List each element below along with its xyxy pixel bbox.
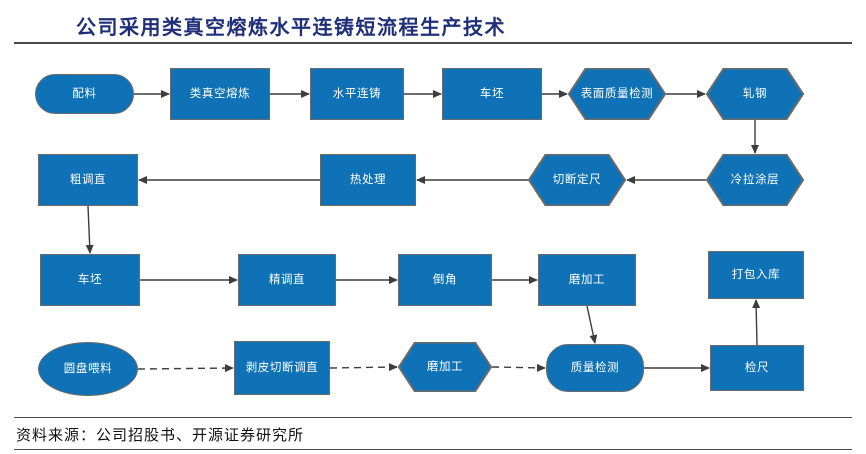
flow-node-n18[interactable]: 磨加工 — [398, 342, 492, 392]
hexagon-shape — [706, 154, 804, 206]
hexagon-outline — [706, 68, 804, 120]
flow-node-label: 倒角 — [432, 274, 458, 286]
hexagon-outline — [398, 342, 492, 392]
flow-node-label: 磨加工 — [568, 274, 606, 286]
flowchart-edge-layer — [85, 90, 761, 373]
flow-node-n8[interactable]: 切断定尺 — [528, 154, 626, 206]
footer-divider-bottom — [14, 449, 852, 450]
flow-node-label: 车坯 — [479, 88, 505, 100]
hexagon-shape — [528, 154, 626, 206]
flow-node-n13[interactable]: 倒角 — [398, 254, 492, 306]
flow-node-n16[interactable]: 圆盘喂料 — [38, 342, 138, 396]
flow-node-label: 水平连铸 — [332, 88, 382, 100]
flow-edge-n18-to-n19 — [491, 363, 546, 372]
flow-node-n17[interactable]: 剥皮切断调直 — [234, 341, 330, 395]
hexagon-outline — [706, 154, 804, 206]
flow-node-label: 圆盘喂料 — [63, 363, 113, 375]
flow-node-label: 磨加工 — [426, 361, 464, 373]
flow-node-n12[interactable]: 精调直 — [238, 254, 336, 306]
flowchart-edges — [85, 90, 761, 373]
flow-node-label: 类真空熔炼 — [189, 88, 251, 100]
flow-node-n2[interactable]: 类真空熔炼 — [170, 68, 270, 120]
flow-node-label: 检尺 — [744, 362, 770, 374]
flow-node-label: 切断定尺 — [552, 174, 602, 186]
flow-node-label: 粗调直 — [69, 174, 107, 186]
flow-node-n1[interactable]: 配料 — [35, 74, 134, 114]
flow-edge-n16-to-n17 — [137, 364, 234, 373]
hexagon-outline — [528, 154, 626, 206]
hexagon-outline — [568, 68, 666, 120]
footer-source-text: 资料来源：公司招股书、开源证券研究所 — [16, 428, 305, 444]
flow-node-n7[interactable]: 冷拉涂层 — [706, 154, 804, 206]
flow-node-label: 轧钢 — [742, 88, 768, 100]
flow-node-label: 打包入库 — [731, 269, 781, 281]
flowchart-canvas: 配料类真空熔炼水平连铸车坯表面质量检测轧钢冷拉涂层切断定尺热处理粗调直车坯精调直… — [0, 46, 866, 414]
header-watermark — [20, 14, 72, 32]
flow-node-n11[interactable]: 车坯 — [40, 254, 140, 306]
flow-edge-n17-to-n18 — [329, 363, 398, 372]
flow-node-label: 精调直 — [268, 274, 306, 286]
flow-edge-n10-to-n11 — [85, 205, 94, 254]
flow-node-n5[interactable]: 表面质量检测 — [568, 68, 666, 120]
flow-node-label: 质量检测 — [570, 362, 620, 374]
flow-edge-n20-to-n15 — [752, 299, 761, 346]
flow-node-n10[interactable]: 粗调直 — [38, 154, 138, 206]
flow-node-n19[interactable]: 质量检测 — [546, 344, 644, 392]
title-divider — [14, 42, 852, 44]
flow-node-label: 配料 — [72, 88, 97, 100]
hexagon-shape — [706, 68, 804, 120]
flow-node-n9[interactable]: 热处理 — [320, 154, 416, 206]
flow-node-n4[interactable]: 车坯 — [442, 68, 542, 120]
hexagon-shape — [568, 68, 666, 120]
flow-node-label: 热处理 — [349, 174, 387, 186]
page-title: 公司采用类真空熔炼水平连铸短流程生产技术 — [76, 17, 506, 39]
flow-node-n15[interactable]: 打包入库 — [708, 251, 804, 299]
flow-node-label: 冷拉涂层 — [730, 174, 780, 186]
flow-node-n20[interactable]: 检尺 — [710, 345, 804, 391]
flow-node-n14[interactable]: 磨加工 — [538, 254, 636, 306]
hexagon-shape — [398, 342, 492, 392]
flow-node-label: 车坯 — [77, 274, 103, 286]
flow-node-label: 表面质量检测 — [580, 88, 654, 100]
flow-node-label: 剥皮切断调直 — [245, 362, 319, 374]
flow-node-n3[interactable]: 水平连铸 — [310, 68, 404, 120]
footer-divider-top — [14, 417, 852, 418]
flow-node-n6[interactable]: 轧钢 — [706, 68, 804, 120]
flow-edge-n14-to-n19 — [586, 305, 598, 344]
